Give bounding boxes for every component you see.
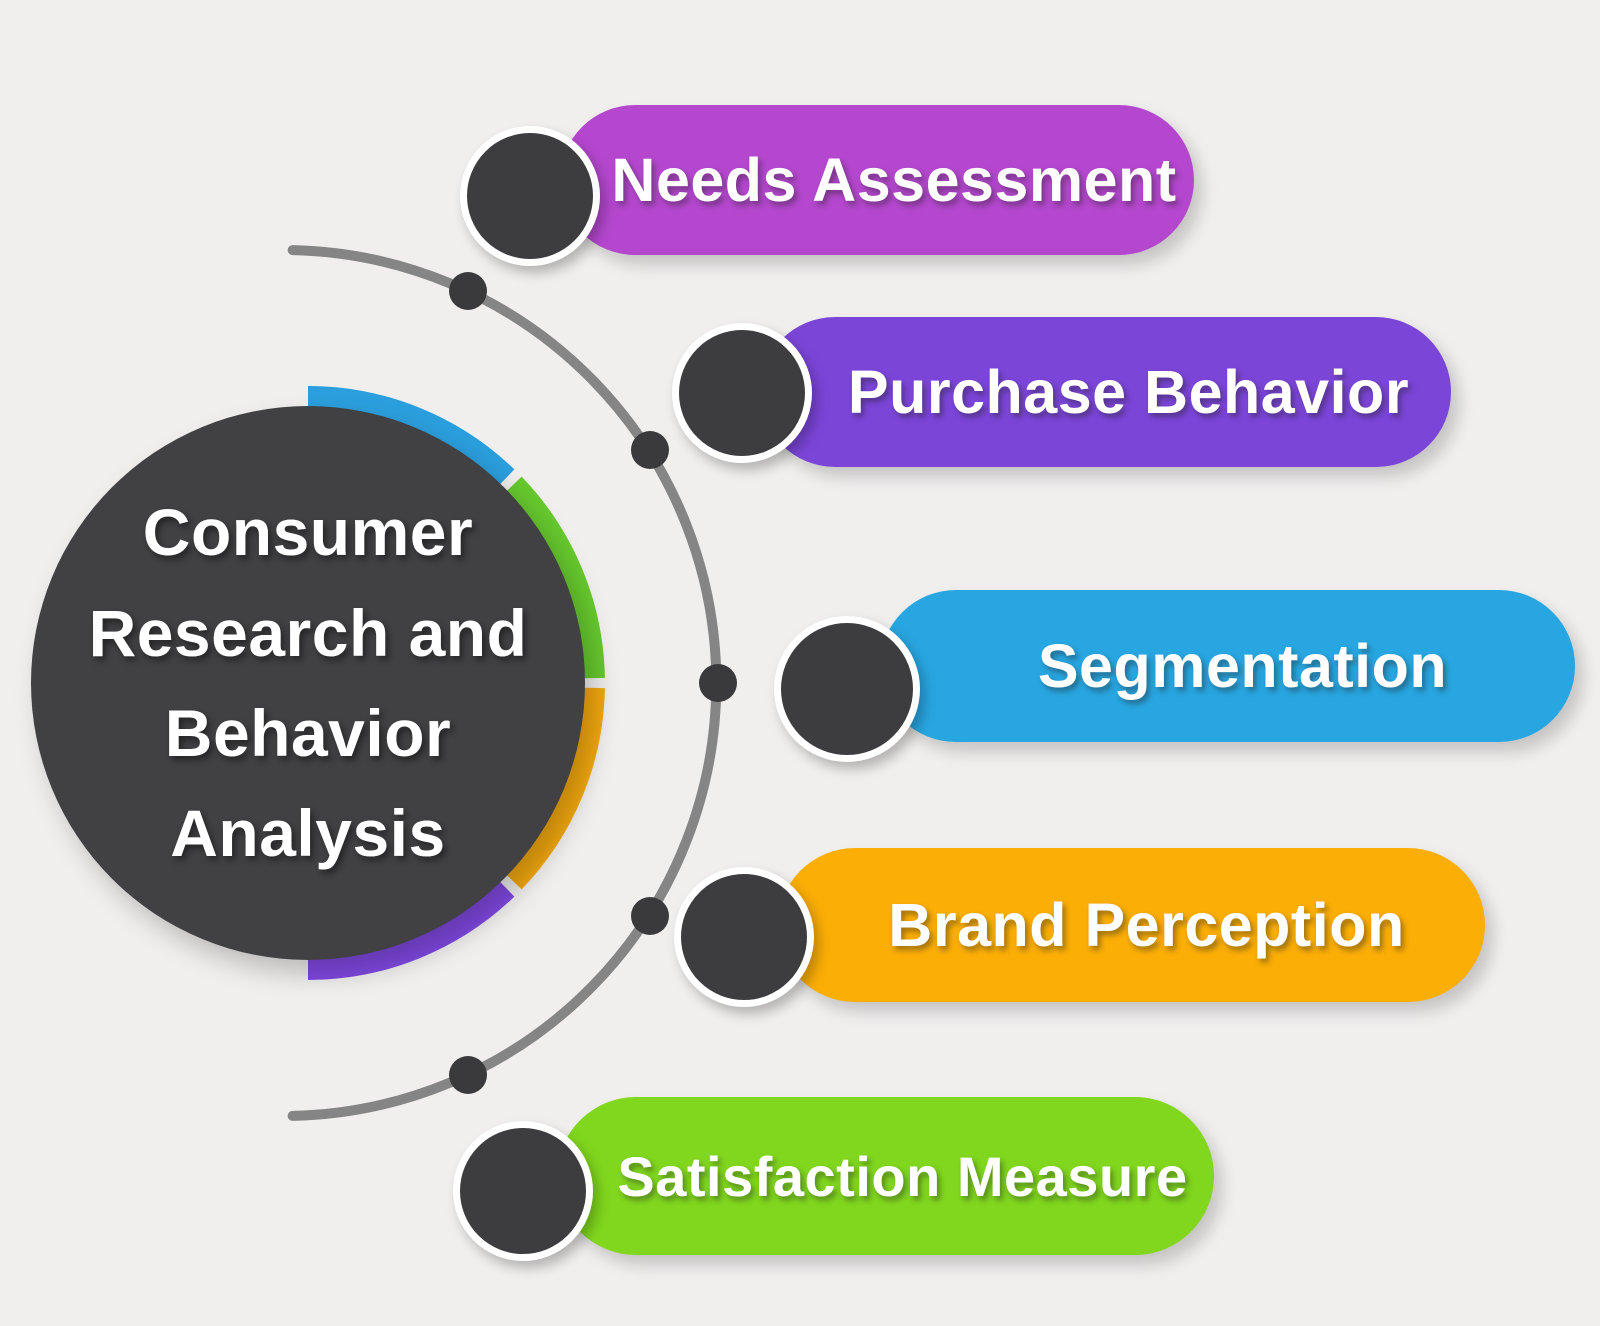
- item-pill-brand-perception: Brand Perception: [778, 848, 1485, 1002]
- item-node-circle-1: [460, 126, 600, 266]
- ring-segment-purple: [307, 877, 515, 980]
- hub-title-line: Behavior: [164, 696, 452, 770]
- item-node-circle-2: [672, 323, 812, 463]
- hub-title-line: Consumer: [142, 495, 474, 570]
- arc-dot-1: [449, 272, 487, 310]
- item-pill-needs-assessment: Needs Assessment: [560, 105, 1194, 255]
- item-pill-satisfaction-measure: Satisfaction Measure: [557, 1097, 1214, 1255]
- hub-title: Consumer Research and Behavior Analysis: [89, 482, 528, 883]
- item-label-brand-perception: Brand Perception: [888, 891, 1405, 959]
- item-label-purchase-behavior: Purchase Behavior: [847, 358, 1410, 426]
- hub-title-line: Research and: [88, 595, 528, 670]
- ring-segment-orange: [502, 687, 605, 890]
- item-pill-segmentation: Segmentation: [880, 590, 1575, 742]
- arc-node-dots: [449, 272, 737, 1094]
- ring-segment-blue: [307, 386, 515, 489]
- ring-segment-green: [502, 476, 605, 679]
- arc-dot-3: [699, 664, 737, 702]
- item-label-satisfaction-measure: Satisfaction Measure: [617, 1144, 1188, 1208]
- item-node-circle-3: [774, 616, 920, 762]
- hub-title-line: Analysis: [170, 796, 446, 871]
- hub-ring: [307, 386, 605, 980]
- item-node-circle-5: [453, 1121, 593, 1261]
- arc-dot-4: [631, 897, 669, 935]
- item-node-circle-4: [674, 867, 814, 1007]
- item-pill-purchase-behavior: Purchase Behavior: [760, 317, 1451, 467]
- item-label-needs-assessment: Needs Assessment: [611, 146, 1177, 214]
- arc-dot-5: [449, 1056, 487, 1094]
- arc-dot-2: [631, 431, 669, 469]
- hub-circle: Consumer Research and Behavior Analysis: [31, 406, 585, 960]
- item-label-segmentation: Segmentation: [1037, 632, 1448, 700]
